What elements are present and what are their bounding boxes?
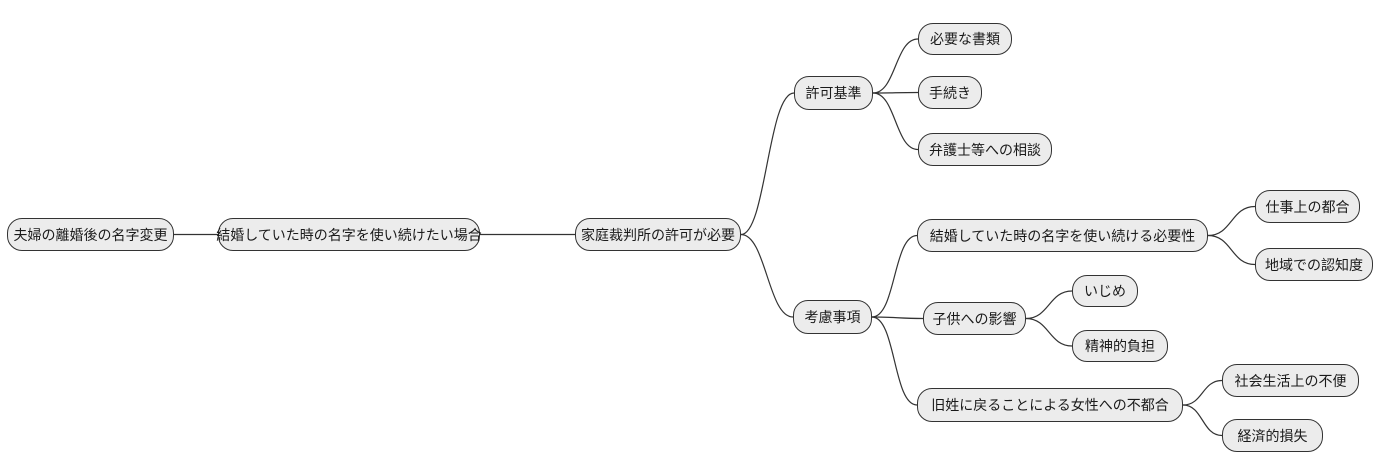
node-keep-case: 結婚していた時の名字を使い続けたい場合 — [216, 218, 482, 251]
edge-necessity-work — [1207, 205, 1256, 237]
edge-children-mental — [1025, 317, 1073, 347]
edge-criteria-procedure — [872, 91, 919, 94]
node-documents: 必要な書類 — [918, 23, 1012, 55]
node-social: 社会生活上の不便 — [1222, 364, 1359, 397]
node-necessity: 結婚していた時の名字を使い続ける必要性 — [917, 219, 1208, 252]
node-community: 地域での認知度 — [1255, 248, 1373, 281]
node-work: 仕事上の都合 — [1255, 190, 1360, 223]
edge-considerations-maiden — [871, 316, 918, 406]
edge-court-criteria — [740, 92, 795, 236]
node-criteria: 許可基準 — [794, 76, 873, 110]
edge-necessity-community — [1207, 234, 1256, 266]
edge-criteria-documents — [872, 38, 919, 94]
node-children: 子供への影響 — [923, 302, 1026, 335]
edge-considerations-children — [871, 316, 924, 320]
node-mental: 精神的負担 — [1072, 330, 1168, 362]
edge-considerations-necessity — [871, 234, 918, 318]
node-bullying: いじめ — [1072, 275, 1138, 307]
edge-criteria-lawyer — [872, 92, 919, 151]
node-procedure: 手続き — [918, 76, 982, 109]
edge-court-considerations — [740, 233, 794, 318]
node-root: 夫婦の離婚後の名字変更 — [7, 218, 174, 251]
node-considerations: 考慮事項 — [793, 300, 872, 334]
edge-children-bullying — [1025, 290, 1073, 320]
edge-maiden-economic — [1182, 404, 1223, 437]
edge-maiden-social — [1182, 379, 1223, 406]
node-maiden: 旧姓に戻ることによる女性への不都合 — [917, 388, 1183, 422]
node-lawyer: 弁護士等への相談 — [918, 133, 1052, 166]
node-court: 家庭裁判所の許可が必要 — [575, 218, 741, 251]
node-economic: 経済的損失 — [1222, 419, 1323, 452]
